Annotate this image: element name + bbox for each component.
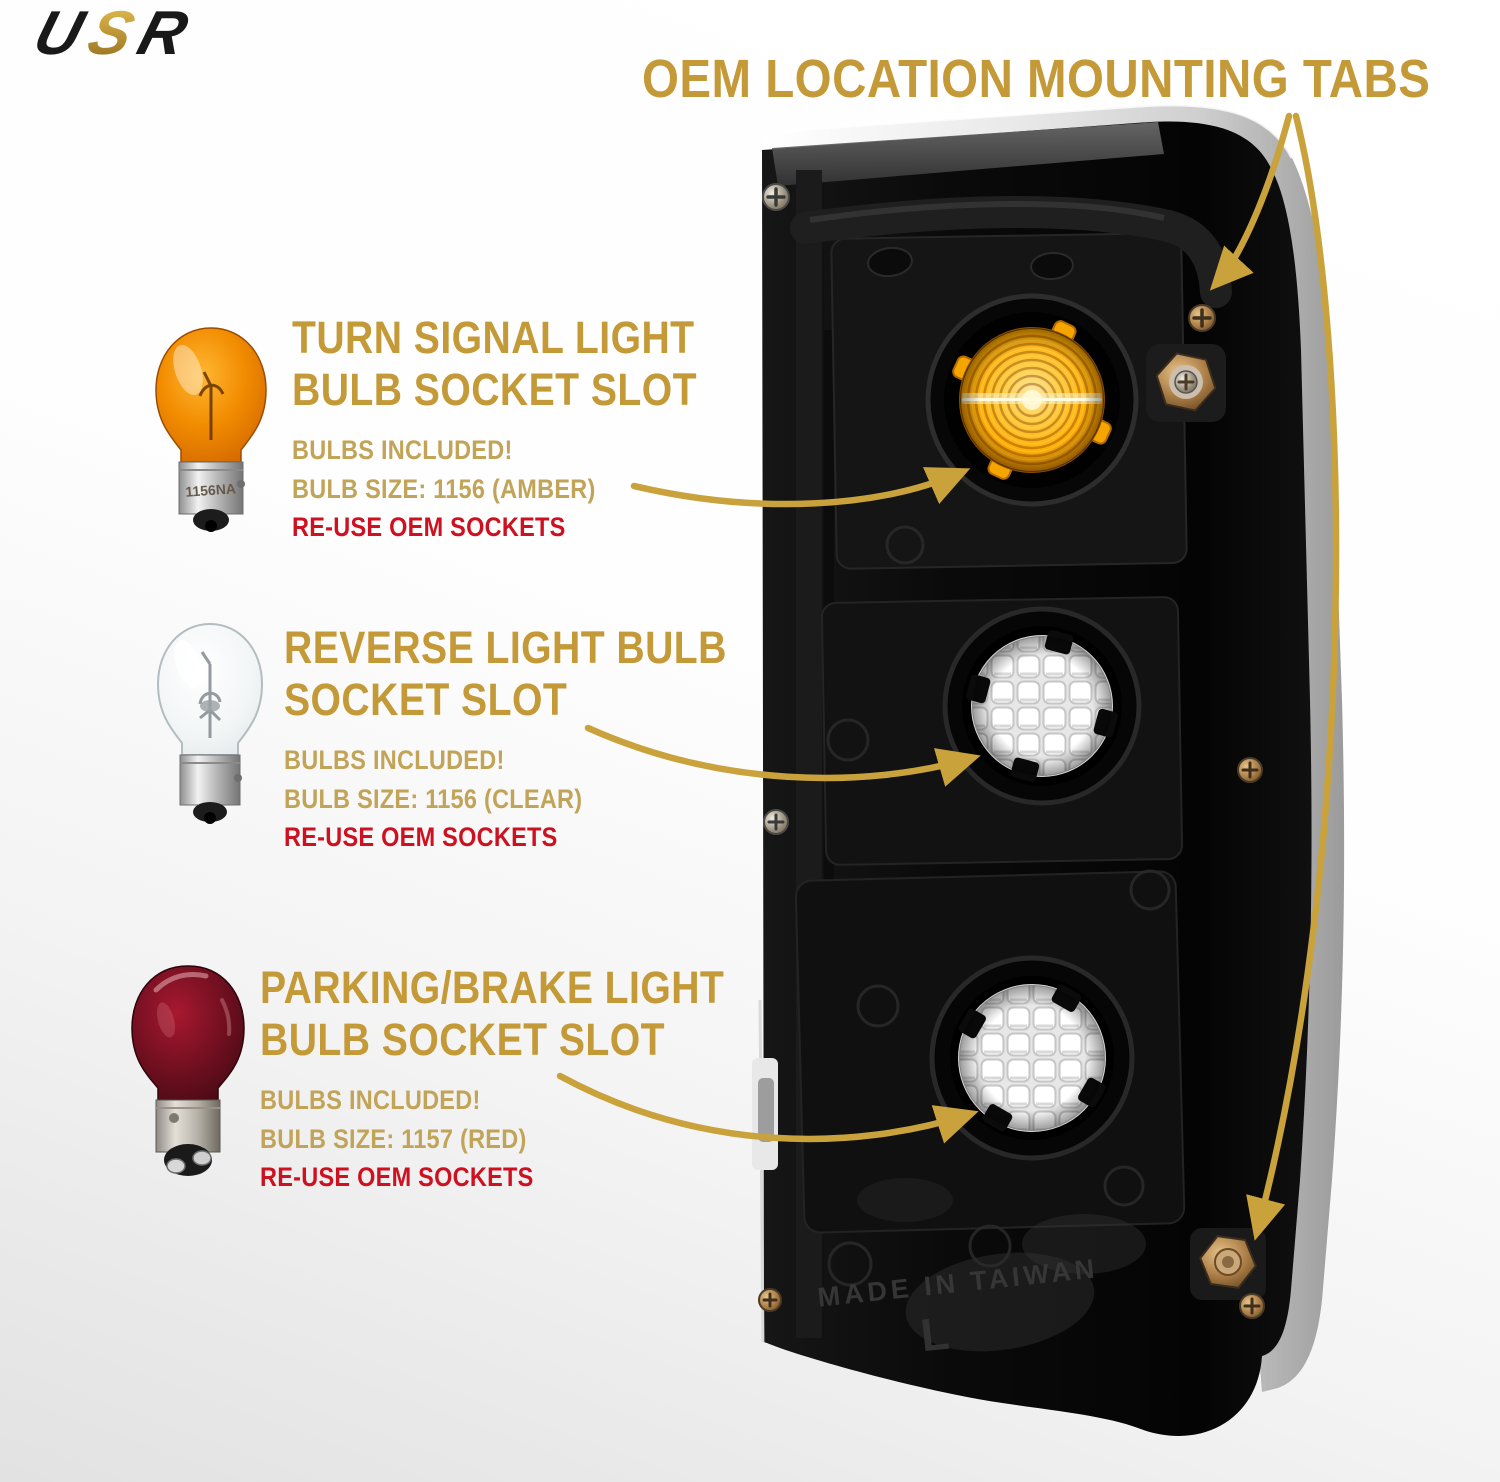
callout-turn-signal: TURN SIGNAL LIGHT BULB SOCKET SLOT BULBS… [292, 312, 758, 551]
housing-gasket [790, 196, 1232, 308]
callout-note: BULB SIZE: 1156 (AMBER) [292, 473, 596, 504]
amber-1156-bulb-photo: 1156NA [155, 327, 267, 532]
page-title: OEM LOCATION MOUNTING TABS [642, 49, 1431, 109]
callout-heading: REVERSE LIGHT BULB SOCKET SLOT [284, 622, 727, 726]
logo-letter-r: R [131, 0, 196, 68]
arrow-to-turn-signal-socket [630, 467, 971, 508]
callout-note-warning: RE-USE OEM SOCKETS [284, 822, 558, 853]
svg-text:L: L [918, 1307, 951, 1362]
lower-mounting-tab [1190, 1228, 1266, 1300]
arrow-to-lower-tab [1246, 112, 1340, 1241]
clear-1156-bulb-photo [156, 622, 264, 824]
clear-waffle-lens [966, 630, 1118, 782]
clear-waffle-lens [958, 984, 1106, 1132]
logo-letter-u: U [27, 0, 93, 68]
callout-note-warning: RE-USE OEM SOCKETS [260, 1162, 534, 1193]
callout-heading: TURN SIGNAL LIGHT BULB SOCKET SLOT [292, 312, 697, 416]
upper-mounting-tab [1146, 344, 1226, 422]
callout-note-warning: RE-USE OEM SOCKETS [292, 512, 566, 543]
arrow-to-reverse-socket [584, 724, 981, 787]
callout-note: BULBS INCLUDED! [260, 1085, 481, 1116]
amber-fresnel-lens [952, 320, 1112, 480]
callout-arrows [556, 112, 1340, 1241]
molded-side-letter: L [918, 1307, 951, 1362]
callout-note: BULBS INCLUDED! [292, 435, 513, 466]
callout-note: BULB SIZE: 1156 (CLEAR) [284, 783, 583, 814]
usr-logo: U S R [27, 0, 196, 68]
arrow-to-upper-tab [1209, 112, 1293, 291]
callout-note: BULBS INCLUDED! [284, 745, 505, 776]
turn-signal-socket-slot [925, 293, 1139, 507]
red-1157-bulb-photo [131, 965, 245, 1176]
parking-brake-socket-slot [929, 955, 1135, 1161]
bulb-base-marking: 1156NA [185, 480, 237, 499]
logo-letter-s: S [81, 0, 142, 68]
arrow-to-parking-socket [556, 1072, 979, 1144]
housing-top-flange [772, 122, 1164, 186]
housing-screws [758, 183, 1265, 1319]
callout-reverse: REVERSE LIGHT BULB SOCKET SLOT BULBS INC… [284, 622, 793, 861]
callout-heading: PARKING/BRAKE LIGHT BULB SOCKET SLOT [260, 962, 725, 1066]
callout-parking-brake: PARKING/BRAKE LIGHT BULB SOCKET SLOT BUL… [260, 962, 794, 1201]
reverse-socket-slot [942, 606, 1142, 806]
callout-note: BULB SIZE: 1157 (RED) [260, 1123, 527, 1154]
